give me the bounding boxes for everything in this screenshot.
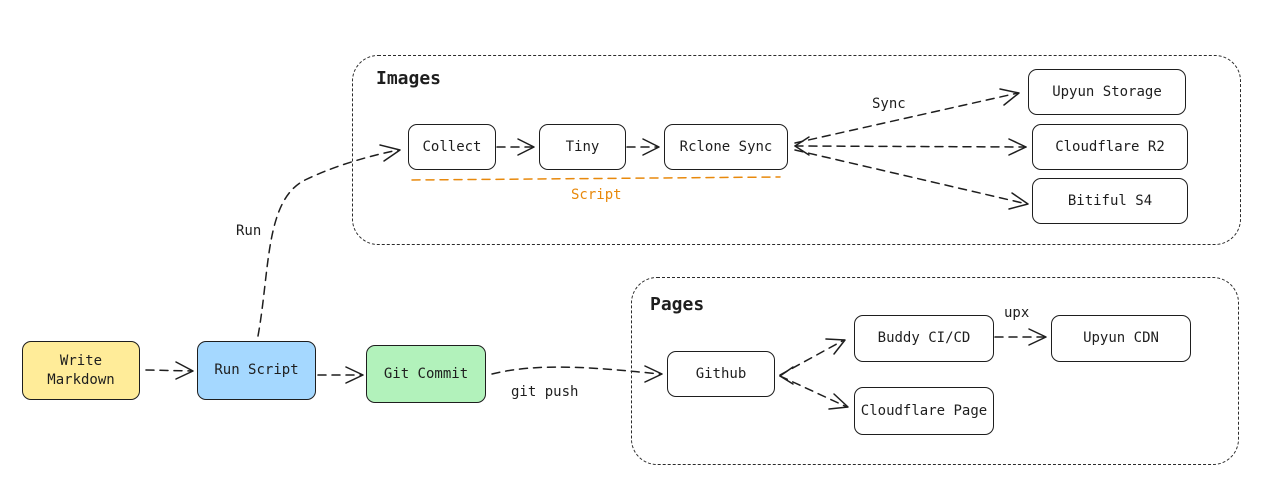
arrowhead-github-to-buddy <box>825 338 846 355</box>
git-commit-node[interactable]: Git Commit <box>366 345 486 403</box>
tiny-node[interactable]: Tiny <box>539 124 626 170</box>
arrowhead-tiny-to-rclone <box>642 138 660 156</box>
script-edge-label: Script <box>571 187 622 203</box>
rclone-sync-node[interactable]: Rclone Sync <box>664 124 788 170</box>
arrow-github-to-cfpage <box>779 375 848 408</box>
buddy-cicd-node[interactable]: Buddy CI/CD <box>854 315 994 362</box>
sync-edge-label: Sync <box>872 96 906 112</box>
arrow-rclone-to-bitiful <box>794 149 1028 205</box>
arrow-rclone-to-r2 <box>794 145 1027 148</box>
arrow-gitcommit-to-github <box>491 366 661 375</box>
run-edge-label: Run <box>236 223 262 239</box>
github-node[interactable]: Github <box>667 351 775 397</box>
cloudflare-r2-node[interactable]: Cloudflare R2 <box>1032 124 1188 170</box>
arrowhead-rclone-to-r2 <box>1008 138 1027 156</box>
upyun-cdn-node[interactable]: Upyun CDN <box>1051 315 1191 362</box>
arrow-rclone-to-upyun <box>794 92 1019 144</box>
arrowhead-runscript-to-gitcommit <box>345 366 364 384</box>
arrowhead-write-to-runscript <box>175 361 194 380</box>
pages-group-title: Pages <box>650 294 705 315</box>
arrow-github-to-buddy <box>779 339 845 376</box>
arrowhead-github-source <box>779 366 794 385</box>
arrowhead-runscript-to-collect <box>379 144 401 162</box>
collect-node[interactable]: Collect <box>408 124 496 170</box>
git-push-edge-label: git push <box>511 384 579 400</box>
write-markdown-line1: Write <box>59 353 103 370</box>
pages-group <box>631 277 1239 465</box>
arrowhead-github-to-cfpage <box>828 393 849 410</box>
images-group <box>352 55 1241 245</box>
arrowhead-rclone-sources <box>794 136 810 156</box>
run-script-node[interactable]: Run Script <box>197 341 316 400</box>
arrowhead-gitcommit-to-github <box>644 365 663 383</box>
write-markdown-line2: Markdown <box>47 371 115 388</box>
arrowhead-collect-to-tiny <box>517 138 535 156</box>
write-markdown-node[interactable]: Write Markdown <box>22 341 140 400</box>
images-group-title: Images <box>376 68 442 89</box>
upyun-storage-node[interactable]: Upyun Storage <box>1028 69 1186 115</box>
script-underline <box>411 176 781 181</box>
arrow-write-to-runscript <box>145 369 193 372</box>
bitiful-s4-node[interactable]: Bitiful S4 <box>1032 178 1188 224</box>
arrowhead-rclone-to-upyun <box>999 88 1020 106</box>
arrowhead-rclone-to-bitiful <box>1008 192 1029 210</box>
upx-edge-label: upx <box>1004 305 1030 321</box>
arrowhead-buddy-to-upyuncdn <box>1028 328 1047 346</box>
arrow-runscript-to-collect <box>257 149 399 337</box>
cloudflare-page-node[interactable]: Cloudflare Page <box>854 387 994 435</box>
